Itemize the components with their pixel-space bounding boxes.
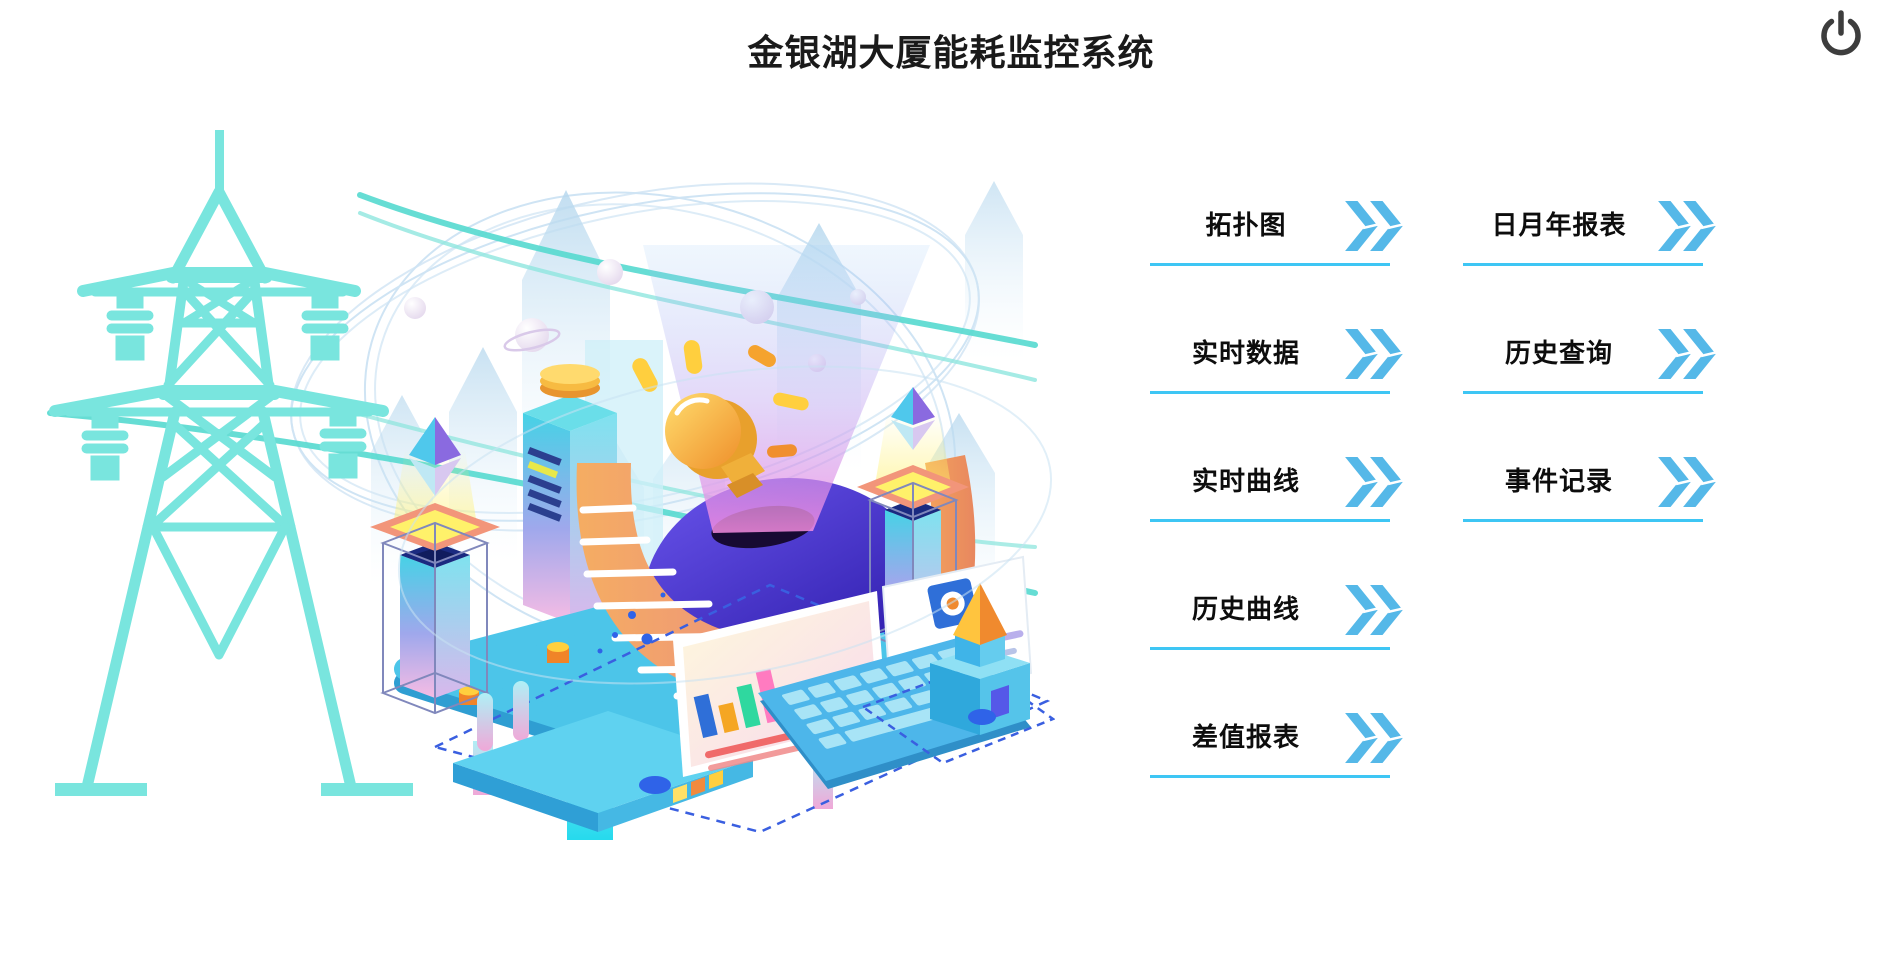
menu-item-label: 实时曲线 <box>1191 467 1300 496</box>
menu-item-label: 事件记录 <box>1504 467 1613 496</box>
menu-item-label: 拓扑图 <box>1205 211 1287 240</box>
lightbulb-icon <box>632 340 809 498</box>
pyramid-pedestal <box>860 583 1055 765</box>
double-chevron-right-icon <box>1342 199 1406 253</box>
page-title: 金银湖大厦能耗监控系统 <box>747 33 1155 73</box>
menu-item-history-query[interactable]: 历史查询 <box>1463 266 1719 394</box>
menu-item-history-curve[interactable]: 历史曲线 <box>1150 522 1406 650</box>
double-chevron-right-icon <box>1342 711 1406 765</box>
menu-item-label: 实时数据 <box>1191 339 1300 368</box>
menu-column-2: 日月年报表 历史查询 事件记录 <box>1463 138 1719 522</box>
menu-item-difference-report[interactable]: 差值报表 <box>1150 650 1406 778</box>
transmission-tower <box>49 130 413 796</box>
power-icon <box>1821 10 1861 56</box>
double-chevron-right-icon <box>1342 583 1406 637</box>
menu-item-label: 日月年报表 <box>1491 211 1627 240</box>
menu-item-day-month-year-report[interactable]: 日月年报表 <box>1463 138 1719 266</box>
double-chevron-right-icon <box>1655 455 1719 509</box>
menu-item-realtime-data[interactable]: 实时数据 <box>1150 266 1406 394</box>
router-illustration <box>453 681 753 832</box>
power-button[interactable] <box>1814 8 1868 62</box>
double-chevron-right-icon <box>1655 199 1719 253</box>
menu-column-1: 拓扑图 实时数据 实时曲线 <box>1150 138 1406 778</box>
double-chevron-right-icon <box>1342 327 1406 381</box>
menu-item-label: 历史曲线 <box>1191 595 1300 624</box>
crystal-tower-left <box>370 417 500 715</box>
floating-diamond <box>891 387 935 450</box>
hero-illustration <box>47 130 1055 840</box>
double-chevron-right-icon <box>1342 455 1406 509</box>
double-chevron-right-icon <box>1655 327 1719 381</box>
orbit-ring-front <box>397 365 1053 685</box>
menu-item-topology-map[interactable]: 拓扑图 <box>1150 138 1406 266</box>
building-windows <box>527 447 562 522</box>
menu-item-label: 历史查询 <box>1504 339 1613 368</box>
menu-item-event-record[interactable]: 事件记录 <box>1463 394 1719 522</box>
menu-item-realtime-curve[interactable]: 实时曲线 <box>1150 394 1406 522</box>
floating-diamond <box>409 417 461 496</box>
dashed-floor <box>431 583 1051 834</box>
menu-item-label: 差值报表 <box>1191 723 1300 752</box>
